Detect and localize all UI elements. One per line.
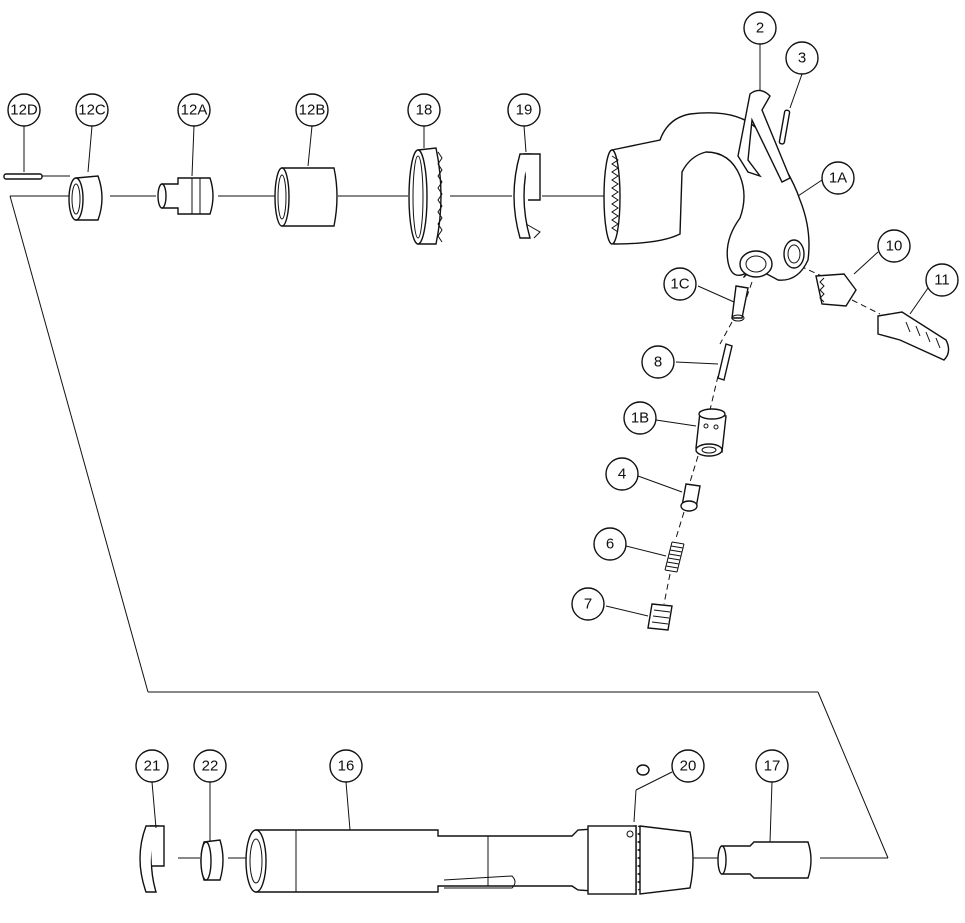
callout-label: 11 [934, 272, 950, 289]
callout-label: 4 [618, 466, 626, 483]
part-12B-cylinder [274, 167, 338, 227]
callout-21: 21 [135, 749, 169, 783]
callout-label: 22 [202, 758, 219, 775]
callout-20: 20 [671, 749, 705, 783]
part-12A-sleeve [157, 177, 214, 215]
callout-16: 16 [329, 749, 363, 783]
callout-12D: 12D [7, 93, 41, 127]
part-12D-pin [3, 173, 43, 180]
part-3-pin [778, 109, 791, 145]
callout-label: 2 [756, 20, 764, 37]
callout-7: 7 [571, 587, 605, 621]
part-8-pin [717, 343, 733, 381]
part-12C-bearing [68, 175, 103, 221]
callout-22: 22 [193, 749, 227, 783]
part-19-split-ring [513, 153, 541, 239]
callout-label: 17 [764, 758, 781, 775]
callout-label: 8 [654, 354, 662, 371]
callout-10: 10 [877, 229, 911, 263]
part-7-plug [647, 603, 673, 631]
part-4-valve [680, 483, 701, 512]
part-16-barrel [245, 825, 694, 895]
callout-label: 18 [416, 102, 433, 119]
callout-label: 21 [144, 758, 161, 775]
callout-17: 17 [755, 749, 789, 783]
callout-2: 2 [743, 11, 777, 45]
part-10-fitting [815, 273, 857, 307]
part-18-gear-ring [408, 147, 443, 245]
callout-3: 3 [785, 41, 819, 75]
part-22-collar [200, 839, 224, 881]
callout-label: 1A [829, 170, 847, 187]
part-1C-bushing [731, 285, 749, 322]
callout-label: 1C [670, 276, 689, 293]
callout-label: 16 [338, 758, 355, 775]
callout-label: 7 [584, 596, 592, 613]
callout-12A: 12A [177, 93, 211, 127]
callout-4: 4 [605, 457, 639, 491]
callout-1B: 1B [623, 401, 657, 435]
assembly-lines [9, 175, 889, 859]
part-1A-housing [603, 112, 810, 281]
callout-12C: 12C [75, 93, 109, 127]
callout-11: 11 [925, 263, 959, 297]
callout-label: 20 [680, 758, 697, 775]
part-11-hose-barb [877, 311, 950, 361]
part-17-sleeve [717, 841, 812, 879]
callout-18: 18 [407, 93, 441, 127]
part-2-lever [737, 89, 791, 183]
callout-label: 12C [78, 102, 106, 119]
callout-1C: 1C [663, 267, 697, 301]
callout-label: 12B [299, 102, 326, 119]
callout-label: 19 [516, 102, 533, 119]
part-1B-valve-body [695, 408, 727, 457]
callout-8: 8 [641, 345, 675, 379]
callout-label: 3 [798, 50, 806, 67]
callout-1A: 1A [821, 161, 855, 195]
callout-label: 6 [606, 536, 614, 553]
callout-label: 10 [886, 238, 903, 255]
callout-19: 19 [507, 93, 541, 127]
part-20-set-screw [636, 764, 650, 776]
callout-label: 1B [631, 410, 649, 427]
part-21-split-ring [139, 825, 165, 893]
callout-12B: 12B [295, 93, 329, 127]
callout-label: 12A [181, 102, 208, 119]
part-6-spring [664, 541, 685, 573]
callout-6: 6 [593, 527, 627, 561]
leader-lines [23, 44, 929, 843]
callout-label: 12D [10, 102, 38, 119]
